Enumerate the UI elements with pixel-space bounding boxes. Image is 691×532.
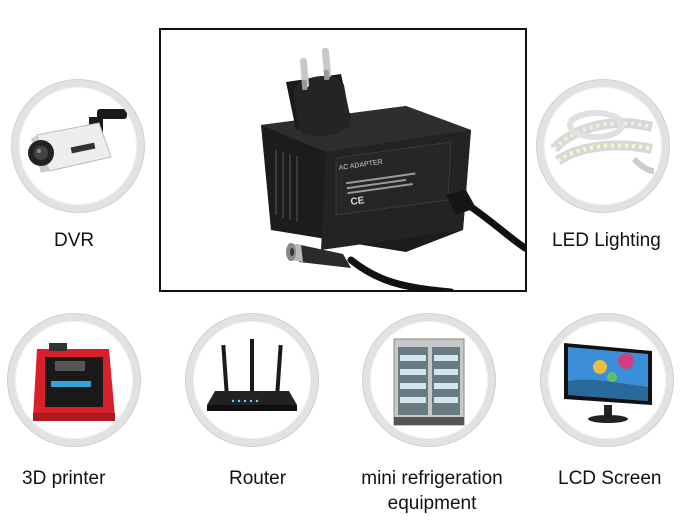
3d-printer-icon [33,343,115,421]
led-lighting-label: LED Lighting [552,230,661,251]
mini-fridge-circle [363,314,495,446]
led-strip-icon [550,110,655,174]
3d-printer-label: 3D printer [22,468,106,489]
dvr-label: DVR [54,230,95,251]
security-camera-icon [28,109,127,173]
led-lighting-circle [537,80,669,212]
mini-fridge-icon [393,338,465,426]
mini-fridge-label: mini refrigeration equipment [361,468,503,514]
lcd-monitor-icon [564,343,652,423]
lcd-screen-circle [541,314,673,446]
router-label: Router [229,468,287,489]
wifi-router-icon [207,339,297,411]
3d-printer-circle [8,314,140,446]
ac-adapter-image: AC ADAPTER CE [261,47,525,290]
router-circle [186,314,318,446]
product-image-frame: AC ADAPTER CE [159,28,527,292]
dvr-circle [12,80,144,212]
ce-mark: CE [350,195,366,208]
lcd-screen-label: LCD Screen [558,468,662,489]
